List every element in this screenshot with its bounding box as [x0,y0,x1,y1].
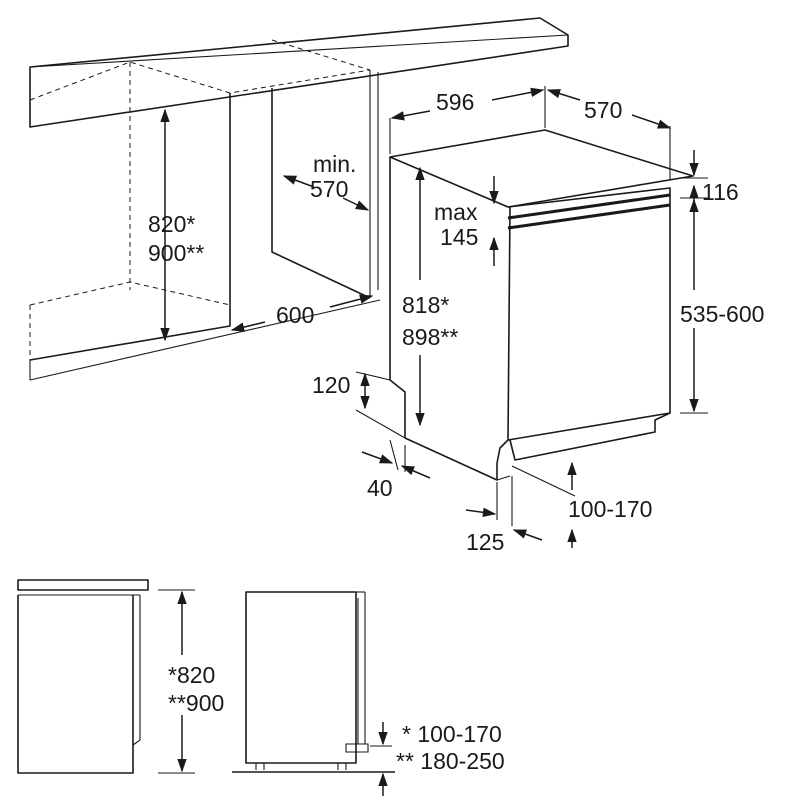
appliance-height-label-2: 898** [402,324,458,350]
door-height-label: 535-600 [680,301,764,327]
door-gap-label: 100-170 [568,496,652,522]
niche-min-label-2: 570 [310,176,348,202]
niche-height-label-1: 820* [148,211,195,237]
appliance-height-label-1: 818* [402,292,449,318]
countertop-niche [29,17,569,381]
side-plinth-label-2: ** 180-250 [396,748,505,774]
max-door-label-1: max [434,199,478,225]
appliance-width-label: 596 [436,89,474,115]
side-view-left [17,579,195,774]
niche-width-label: 600 [276,302,314,328]
side-view-right [232,591,395,796]
appliance-depth-label: 570 [584,97,622,123]
side-height-label-2: **900 [168,690,224,716]
dimension-lines [160,86,708,548]
plinth-recess-label: 40 [367,475,393,501]
max-door-label-2: 145 [440,224,478,250]
foot-offset-label: 125 [466,529,504,555]
side-plinth-label-1: * 100-170 [402,721,502,747]
plinth-height-label: 120 [312,372,350,398]
top-offset-label: 116 [702,179,739,205]
side-height-label-1: *820 [168,662,215,688]
niche-height-label-2: 900** [148,240,204,266]
niche-min-label-1: min. [313,151,356,177]
dimension-labels: 820* 900** min. 570 600 596 570 116 max … [148,89,764,774]
dishwasher-body [389,129,694,481]
